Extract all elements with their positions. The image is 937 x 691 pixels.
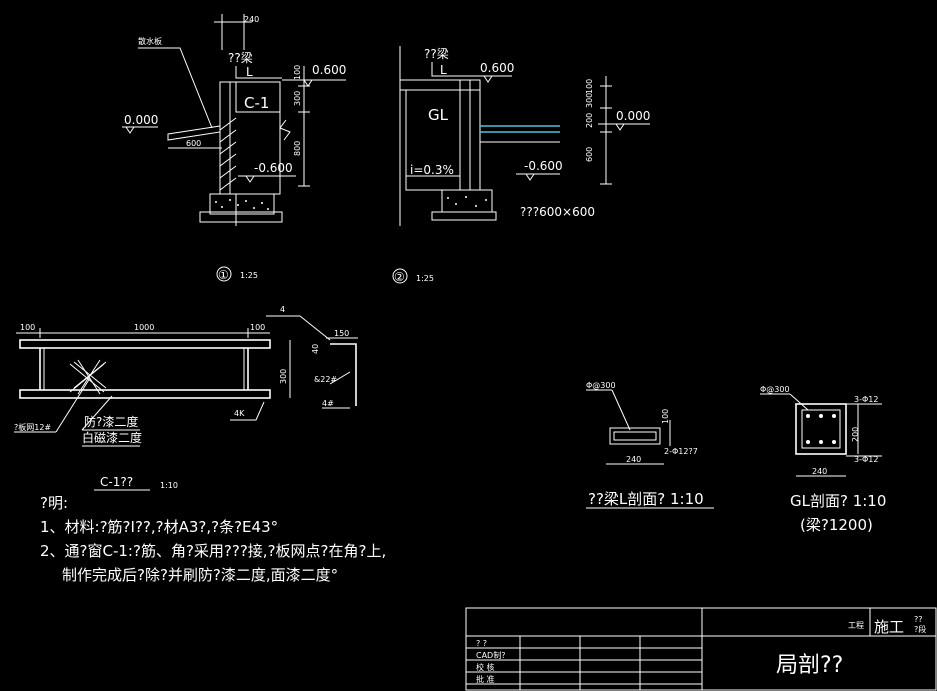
tb-stage-suffix: ??: [914, 615, 923, 624]
paint-label-2: 白磁漆二度: [82, 430, 142, 445]
tb-stage: 施工: [874, 618, 904, 636]
dim-100-left: 100: [20, 323, 35, 332]
c1-label: C-1: [244, 94, 269, 112]
tb-row-4: 批 准: [476, 674, 495, 684]
beam-l-240: 240: [626, 455, 641, 464]
dim-200-s2: 200: [585, 113, 594, 128]
section-2-scale: 1:25: [416, 274, 434, 283]
beam-l-section: Φ@300 100 2-Φ12?7 240 ??梁L剖面? 1:10: [586, 381, 714, 509]
dim-40: 40: [311, 344, 320, 354]
weld-label: 4K: [234, 409, 245, 418]
dim-4: 4: [280, 305, 285, 314]
dim-150: 150: [334, 329, 349, 338]
elev-0000-s2: 0.000: [616, 109, 650, 123]
dim-600-s2: 600: [585, 147, 594, 162]
gl-240: 240: [812, 467, 827, 476]
notes-line-3: 制作完成后?除?并刷防?漆二度,面漆二度°: [62, 566, 338, 584]
dim-100-s2: 100: [585, 79, 594, 94]
tb-row-2: CAD制?: [476, 650, 505, 660]
elev-0600-s1: 0.600: [312, 63, 346, 77]
notes-line-1: 1、材料:?筋?I??,?材A3?,?条?E43°: [40, 518, 278, 536]
dim-240-top: 240: [244, 15, 259, 24]
dim-300-s2: 300: [585, 93, 594, 108]
c1-detail-scale: 1:10: [160, 481, 178, 490]
gl-bot-bars: 3-Φ12: [854, 455, 878, 464]
tb-drawing-name: 局剖??: [776, 653, 843, 678]
gl-span: (梁?1200): [800, 516, 873, 534]
beam-l-bars: 2-Φ12?7: [664, 447, 698, 456]
sanshuiban-label: 散水板: [138, 36, 162, 46]
dim-100-right: 100: [250, 323, 265, 332]
section-1-number: ①: [218, 268, 229, 282]
tb-stage-suffix-2: ?段: [914, 624, 926, 634]
beam-l-100: 100: [661, 409, 670, 424]
elev-m0600-s1: -0.600: [254, 161, 293, 175]
gl-label: GL: [428, 106, 449, 124]
notes-line-2: 2、通?窗C-1:?筋、角?采用???接,?板网点?在角?上,: [40, 542, 386, 560]
dia-label: &22#: [314, 375, 337, 384]
rebar-label: ?板网12#: [14, 422, 51, 432]
section-2-number: ②: [394, 270, 405, 284]
beam-label-s2: ??梁: [424, 46, 449, 61]
beam-l-title: ??梁L剖面? 1:10: [588, 490, 704, 508]
notes: ?明: 1、材料:?筋?I??,?材A3?,?条?E43° 2、通?窗C-1:?…: [40, 494, 386, 584]
flat-label: 4#: [322, 399, 334, 408]
c1-detail: 100 1000 100 300 4 150 40 &22# 4# 4K: [14, 305, 358, 491]
title-block: ? ? CAD制? 校 核 批 准 工程 施工 ?? ?段 局剖??: [465, 607, 937, 691]
beam-mark-s2: L: [440, 63, 447, 77]
c1-detail-title: C-1??: [100, 475, 133, 489]
paint-label-1: 防?漆二度: [84, 414, 138, 429]
dim-1000: 1000: [134, 323, 154, 332]
elev-m0600-s2: -0.600: [524, 159, 563, 173]
section-1-scale: 1:25: [240, 271, 258, 280]
dim-300-s1: 300: [293, 91, 302, 106]
gl-top-bars: 3-Φ12: [854, 395, 878, 404]
elev-0600-s2: 0.600: [480, 61, 514, 75]
tb-row-3: 校 核: [476, 662, 495, 672]
pit-size: ???600×600: [520, 205, 595, 219]
dim-300-c1: 300: [279, 369, 288, 384]
gl-title: GL剖面? 1:10: [790, 492, 886, 510]
dim-600: 600: [186, 139, 201, 148]
beam-mark: L: [246, 65, 253, 79]
beam-l-stirrup: Φ@300: [586, 381, 616, 390]
dim-100-s1: 100: [293, 65, 302, 80]
tb-project: 工程: [848, 621, 864, 630]
notes-heading: ?明:: [40, 494, 68, 512]
elev-0000-s1: 0.000: [124, 113, 158, 127]
dim-800-s1: 800: [293, 141, 302, 156]
tb-row-1: ? ?: [476, 639, 487, 648]
section-2: ??梁 L GL i=0.3% 0.600 -0.600 0.000: [392, 46, 650, 284]
gl-stirrup: Φ@300: [760, 385, 790, 394]
gl-section: Φ@300 3-Φ12 200 3-Φ12 240 GL剖面? 1:10 (梁?…: [760, 385, 886, 534]
section-1: 240 ??梁 L C-1 散水板: [122, 14, 346, 282]
beam-label: ??梁: [228, 50, 253, 65]
gl-200: 200: [851, 427, 860, 442]
slope-label: i=0.3%: [410, 163, 454, 177]
